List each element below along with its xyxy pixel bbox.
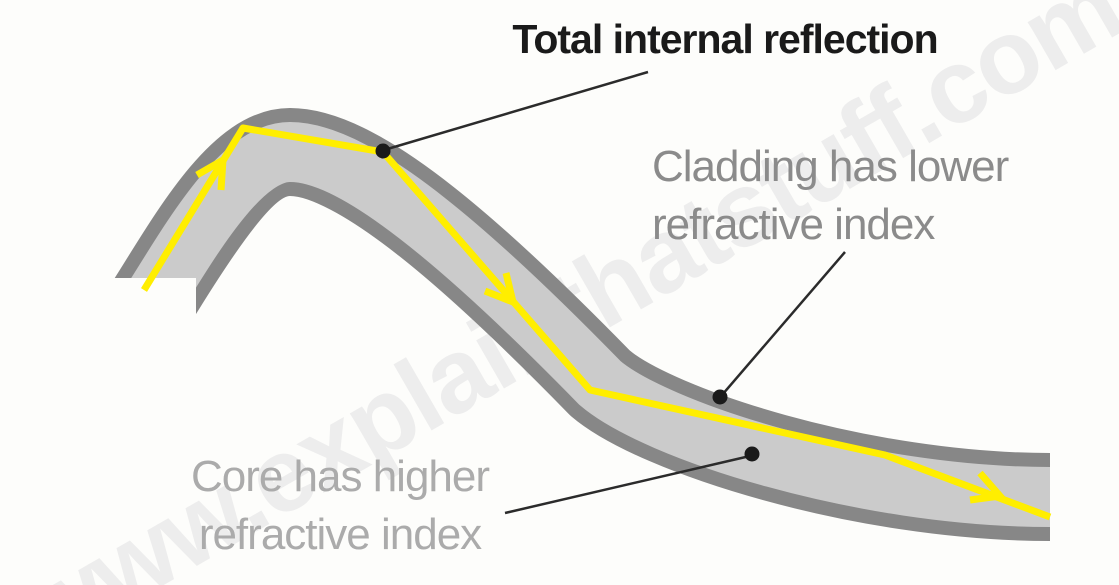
core-annotation: Core has higher refractive index — [140, 448, 540, 564]
core-annotation-line1: Core has higher — [190, 452, 490, 501]
leader-line-total-internal-reflection — [383, 70, 649, 152]
anchor-dot-cladding — [712, 389, 728, 405]
ray-arrowhead-up-icon — [195, 153, 227, 191]
cladding-annotation-line1: Cladding has lower — [652, 142, 1009, 191]
ray-arrowhead-exit-icon — [969, 470, 1007, 504]
anchor-dot-core — [744, 446, 760, 462]
anchor-dot-reflection-point — [375, 143, 391, 159]
cladding-annotation: Cladding has lower refractive index — [652, 138, 1009, 254]
cladding-annotation-line2: refractive index — [652, 200, 935, 250]
leader-line-core — [504, 454, 751, 515]
ray-arrowhead-down-icon — [483, 272, 518, 308]
leader-line-cladding — [721, 251, 846, 396]
core-annotation-line2: refractive index — [198, 510, 482, 560]
diagram-title: Total internal reflection — [512, 16, 938, 62]
